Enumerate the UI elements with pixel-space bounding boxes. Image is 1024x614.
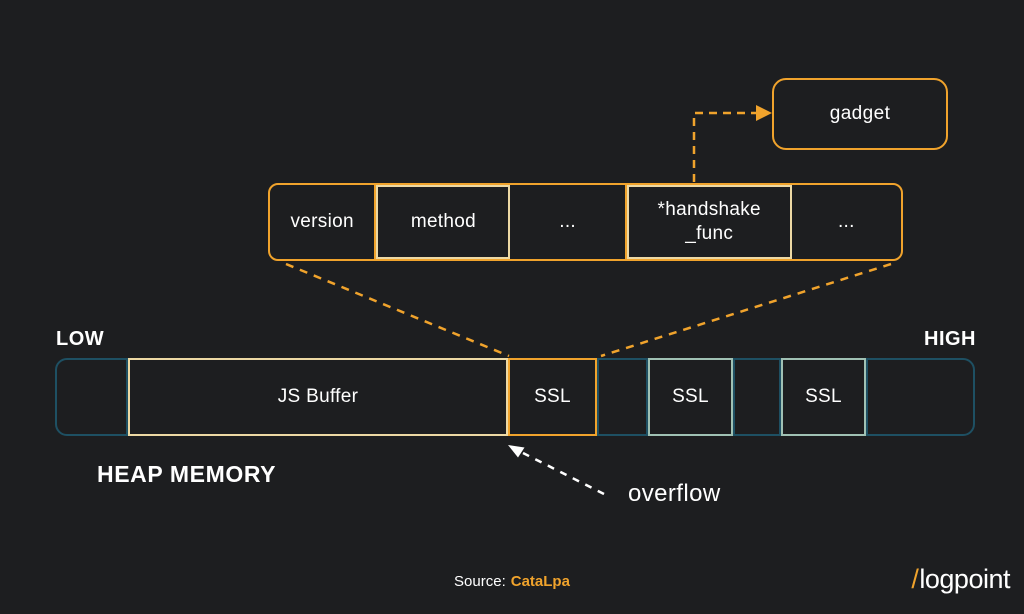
- overflow-arrow-line: [522, 451, 605, 496]
- gadget-pointer-line: [692, 111, 756, 182]
- overflow-arrowhead: [508, 445, 525, 458]
- mem-segment-empty-2: [597, 358, 648, 436]
- struct-cell-ellipsis-2: ...: [792, 185, 901, 259]
- logo-slash-icon: /: [911, 564, 919, 594]
- logpoint-logo: / logpoint: [911, 564, 1010, 595]
- mem-segment-label: JS Buffer: [277, 386, 359, 407]
- struct-cell-label: ...: [559, 211, 576, 233]
- mem-segment-js-buffer: JS Buffer: [128, 358, 508, 436]
- mem-segment-empty-4: [866, 358, 975, 436]
- gadget-pointer-arrowhead: [756, 105, 772, 121]
- struct-cell-ellipsis-1: ...: [510, 185, 627, 259]
- struct-cell-label: method: [410, 211, 476, 233]
- struct-cell-version: version: [270, 185, 377, 259]
- mem-segment-ssl-overflowed: SSL: [508, 358, 597, 436]
- gadget-label: gadget: [829, 103, 891, 124]
- struct-cell-method: method: [376, 185, 511, 259]
- struct-cell-label: ...: [837, 211, 855, 233]
- mem-segment-ssl-2: SSL: [648, 358, 733, 436]
- struct-cell-handshake-func: *handshake _func: [626, 185, 792, 259]
- mem-segment-label: SSL: [805, 386, 842, 407]
- heap-memory-bar: JS Buffer SSL SSL SSL: [55, 358, 975, 436]
- source-prefix: Source:: [454, 573, 506, 590]
- logo-wordmark: logpoint: [919, 564, 1010, 594]
- gadget-box: gadget: [772, 78, 948, 150]
- mem-segment-empty-3: [733, 358, 781, 436]
- lens-line-right: [600, 262, 892, 358]
- source-credit: Source:CataLpa: [0, 573, 1024, 590]
- struct-cell-label: version: [290, 211, 354, 233]
- struct-cell-label: *handshake _func: [657, 199, 761, 244]
- mem-segment-label: SSL: [672, 386, 709, 407]
- overflow-caption: overflow: [628, 480, 721, 507]
- lens-line-left: [285, 262, 510, 358]
- source-author: CataLpa: [510, 573, 570, 590]
- mem-segment-empty-1: [55, 358, 128, 436]
- heap-memory-caption: HEAP MEMORY: [97, 461, 277, 487]
- low-address-label: LOW: [56, 328, 105, 350]
- mem-segment-ssl-3: SSL: [781, 358, 866, 436]
- mem-segment-label: SSL: [534, 386, 571, 407]
- ssl-struct-row: version method ... *handshake _func ...: [268, 183, 903, 261]
- high-address-label: HIGH: [924, 328, 976, 350]
